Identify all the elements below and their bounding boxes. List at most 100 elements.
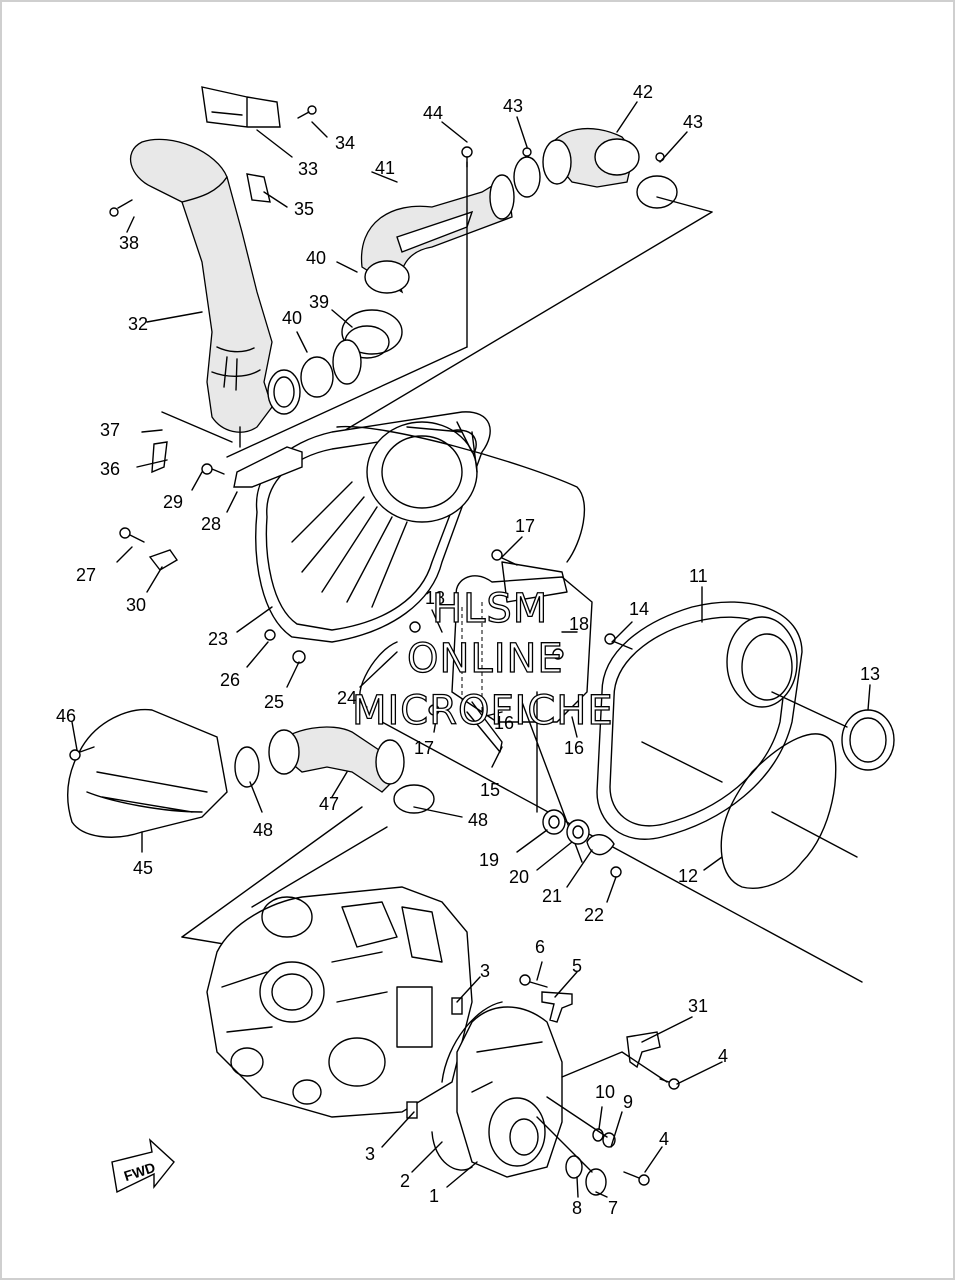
plug-7 [585,1168,607,1196]
callout-part-14: 14 [629,599,649,619]
callout-part-3: 3 [480,961,490,981]
oring-8 [565,1155,583,1179]
callout-part-29: 29 [163,492,183,512]
callout-part-48: 48 [253,820,273,840]
clamp-40-upper [364,260,410,294]
inner-plate-24 [451,561,593,753]
elbow-hose-42 [542,127,640,188]
callout-part-36: 36 [100,459,120,479]
callout-part-7: 7 [608,1198,618,1218]
bracket-31 [626,1031,661,1069]
callout-part-43: 43 [683,112,703,132]
callout-part-32: 32 [128,314,148,334]
callout-part-26: 26 [220,670,240,690]
cvt-cover-11 [596,601,803,840]
callout-part-5: 5 [572,956,582,976]
callout-part-48: 48 [468,810,488,830]
callout-part-12: 12 [678,866,698,886]
pad-35 [246,173,271,203]
callout-part-6: 6 [535,937,545,957]
air-duct-32 [130,138,301,448]
watermark-line-2: ONLINE [407,636,564,682]
bracket-5 [541,991,573,1023]
callout-part-33: 33 [298,159,318,179]
dowel-3-lower [406,1101,418,1119]
plate-21 [586,834,615,856]
bracket-28 [233,446,303,488]
callout-part-24: 24 [337,688,357,708]
callout-part-37: 37 [100,420,120,440]
clamp-43-right [636,175,678,209]
callout-part-43: 43 [503,96,523,116]
callout-part-20: 20 [509,867,529,887]
alignment-lines-upper [161,161,713,458]
callout-part-16: 16 [564,738,584,758]
callout-part-30: 30 [126,595,146,615]
wire-24 [359,641,398,708]
hose-47 [268,726,405,793]
watermark-line-3: MICROFICHE [352,688,614,734]
callout-part-31: 31 [688,996,708,1016]
callout-part-40: 40 [306,248,326,268]
callout-part-1: 1 [429,1186,439,1206]
callout-part-19: 19 [479,850,499,870]
clip-30 [148,549,179,571]
clamp-48-left [234,746,260,788]
callout-part-34: 34 [335,133,355,153]
callout-part-13: 13 [860,664,880,684]
callout-part-3: 3 [365,1144,375,1164]
callout-part-27: 27 [76,565,96,585]
callout-part-47: 47 [319,794,339,814]
callout-part-10: 10 [595,1082,615,1102]
callout-part-17: 17 [414,738,434,758]
bracket-33 [201,86,281,128]
watermark: HLSM ONLINE MICROFICHE [351,585,614,734]
callout-part-41: 41 [375,158,395,178]
callout-part-18: 18 [425,588,445,608]
callout-part-9: 9 [623,1092,633,1112]
callout-part-28: 28 [201,514,221,534]
seal-cable [336,425,585,563]
callout-part-8: 8 [572,1198,582,1218]
callout-part-21: 21 [542,886,562,906]
seal-20 [566,819,590,845]
duct-cover-45 [67,708,228,838]
bearing-19 [542,809,566,835]
bolts [69,105,680,1186]
fwd-arrow: FWD [111,1138,175,1194]
crankcase [206,886,473,1118]
hose-39 [332,309,403,385]
callout-part-46: 46 [56,706,76,726]
clamp-40-lower [300,356,334,398]
part-callouts: 1 2 3 3 4 4 5 6 7 8 9 10 11 12 13 14 15 … [56,82,880,1218]
callout-part-22: 22 [584,905,604,925]
callout-part-15: 15 [480,780,500,800]
callout-part-2: 2 [400,1171,410,1191]
callout-part-4: 4 [718,1046,728,1066]
alignment-lines-lower [536,1051,668,1173]
callout-part-44: 44 [423,103,443,123]
callout-part-11: 11 [689,566,708,586]
callout-part-25: 25 [264,692,284,712]
callout-part-23: 23 [208,629,228,649]
callout-part-16: 16 [494,713,514,733]
callout-part-39: 39 [309,292,329,312]
dowel-3-upper [451,997,463,1015]
callout-part-38: 38 [119,233,139,253]
fitting-36 [151,441,168,474]
crankcase-cover-1 [456,1006,563,1178]
clamp-43-left [513,156,541,198]
watermark-line-1: HLSM [432,586,548,632]
callout-part-17: 17 [515,516,535,536]
callout-part-4: 4 [659,1129,669,1149]
callout-part-35: 35 [294,199,314,219]
gasket-12 [720,733,837,889]
callout-part-40: 40 [282,308,302,328]
clamp-48-right [393,784,435,814]
leader-lines [71,101,871,1198]
callout-part-18: 18 [569,614,589,634]
callout-part-42: 42 [633,82,653,102]
callout-part-45: 45 [133,858,153,878]
